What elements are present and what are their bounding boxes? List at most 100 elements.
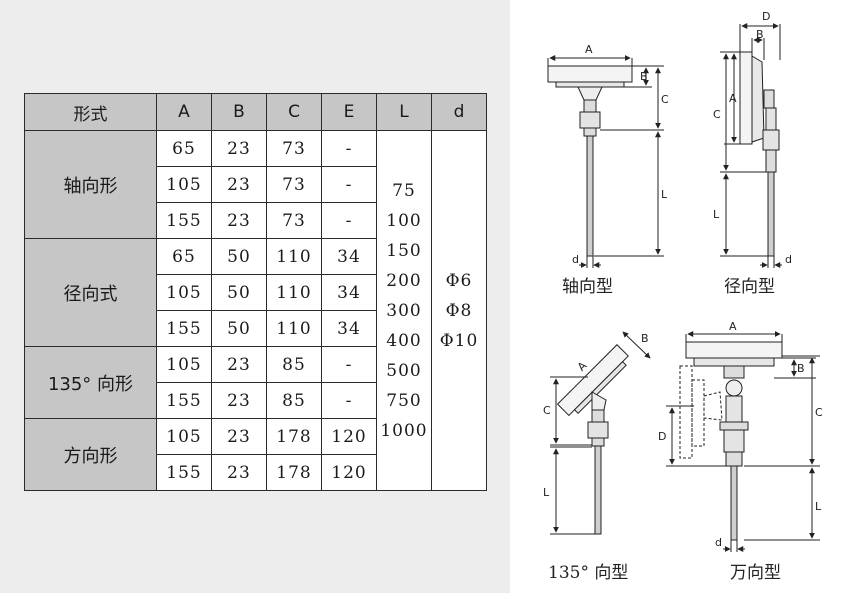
diagram-panel: A B C L d 轴向型 bbox=[510, 0, 860, 593]
value-cell-b: 50 bbox=[211, 310, 267, 347]
value-cell-c: 73 bbox=[266, 130, 322, 167]
value-cell-b: 50 bbox=[211, 238, 267, 275]
universal-label-l: L bbox=[815, 500, 822, 513]
header-e: E bbox=[321, 93, 377, 131]
value-cell-e: - bbox=[321, 130, 377, 167]
type-cell: 方向形 bbox=[24, 418, 157, 491]
value-cell-c: 110 bbox=[266, 238, 322, 275]
radial-label-b: B bbox=[756, 28, 764, 41]
table-header-row: 形式 A B C E L d bbox=[24, 93, 487, 131]
type-cell: 径向式 bbox=[24, 238, 157, 347]
value-cell-e: - bbox=[321, 166, 377, 203]
universal-label-d-mid: D bbox=[658, 430, 666, 443]
value-cell-a: 155 bbox=[156, 310, 212, 347]
header-type: 形式 bbox=[24, 93, 157, 131]
value-cell-e: 34 bbox=[321, 274, 377, 311]
value-cell-e: 120 bbox=[321, 418, 377, 455]
radial-label-d-top: D bbox=[762, 10, 770, 23]
value-cell-c: 110 bbox=[266, 310, 322, 347]
value-cell-a: 155 bbox=[156, 202, 212, 239]
axial-label-l: L bbox=[661, 188, 668, 201]
value-cell-a: 105 bbox=[156, 418, 212, 455]
value-cell-a: 105 bbox=[156, 274, 212, 311]
universal-diagram bbox=[666, 331, 820, 552]
angle135-label-b: B bbox=[641, 332, 649, 345]
d-value: Φ10 bbox=[439, 330, 479, 351]
value-cell-c: 85 bbox=[266, 382, 322, 419]
value-cell-b: 50 bbox=[211, 274, 267, 311]
value-cell-a: 105 bbox=[156, 166, 212, 203]
value-cell-b: 23 bbox=[211, 202, 267, 239]
header-a: A bbox=[156, 93, 212, 131]
value-cell-a: 65 bbox=[156, 238, 212, 275]
radial-label-l: L bbox=[713, 208, 720, 221]
universal-caption: 万向型 bbox=[730, 563, 781, 583]
l-value: 1000 bbox=[380, 420, 428, 441]
axial-label-b: B bbox=[640, 70, 648, 83]
d-value: Φ8 bbox=[445, 300, 473, 321]
value-cell-b: 23 bbox=[211, 382, 267, 419]
universal-label-c: C bbox=[815, 406, 823, 419]
l-value: 400 bbox=[386, 330, 422, 351]
value-cell-e: 34 bbox=[321, 238, 377, 275]
axial-label-d: d bbox=[572, 253, 579, 266]
universal-labels: A B C D L d 万向型 bbox=[658, 320, 823, 583]
radial-labels: D B A C L d 径向型 bbox=[713, 10, 792, 297]
universal-label-a: A bbox=[729, 320, 737, 333]
value-cell-c: 178 bbox=[266, 454, 322, 491]
universal-label-b: B bbox=[797, 362, 805, 375]
value-cell-e: 34 bbox=[321, 310, 377, 347]
radial-label-d: d bbox=[785, 253, 792, 266]
l-value: 500 bbox=[386, 360, 422, 381]
axial-label-a: A bbox=[585, 43, 593, 56]
value-cell-e: - bbox=[321, 382, 377, 419]
l-value: 75 bbox=[392, 180, 416, 201]
l-value: 300 bbox=[386, 300, 422, 321]
angle135-caption: 135° 向型 bbox=[548, 563, 628, 583]
l-value: 750 bbox=[386, 390, 422, 411]
radial-label-c: C bbox=[713, 108, 721, 121]
axial-caption: 轴向型 bbox=[562, 277, 613, 297]
angle135-label-l: L bbox=[543, 486, 550, 499]
angle135-label-c: C bbox=[543, 404, 551, 417]
value-cell-a: 155 bbox=[156, 454, 212, 491]
radial-label-a: A bbox=[729, 92, 737, 105]
axial-diagram bbox=[547, 55, 664, 268]
value-cell-c: 73 bbox=[266, 202, 322, 239]
value-cell-b: 23 bbox=[211, 454, 267, 491]
value-cell-e: - bbox=[321, 346, 377, 383]
value-cell-b: 23 bbox=[211, 346, 267, 383]
l-value: 200 bbox=[386, 270, 422, 291]
value-cell-a: 105 bbox=[156, 346, 212, 383]
radial-caption: 径向型 bbox=[724, 277, 775, 297]
angle135-diagram bbox=[550, 331, 651, 535]
d-value: Φ6 bbox=[445, 270, 473, 291]
radial-diagram bbox=[720, 23, 782, 268]
value-cell-c: 178 bbox=[266, 418, 322, 455]
value-cell-b: 23 bbox=[211, 130, 267, 167]
value-cell-e: 120 bbox=[321, 454, 377, 491]
header-l: L bbox=[376, 93, 432, 131]
type-cell: 轴向形 bbox=[24, 130, 157, 239]
value-cell-e: - bbox=[321, 202, 377, 239]
header-c: C bbox=[266, 93, 322, 131]
l-value: 100 bbox=[386, 210, 422, 231]
value-cell-c: 110 bbox=[266, 274, 322, 311]
header-d: d bbox=[431, 93, 487, 131]
angle135-label-a: A bbox=[575, 359, 590, 374]
type-cell: 135° 向形 bbox=[24, 346, 157, 419]
value-cell-c: 85 bbox=[266, 346, 322, 383]
value-cell-b: 23 bbox=[211, 418, 267, 455]
